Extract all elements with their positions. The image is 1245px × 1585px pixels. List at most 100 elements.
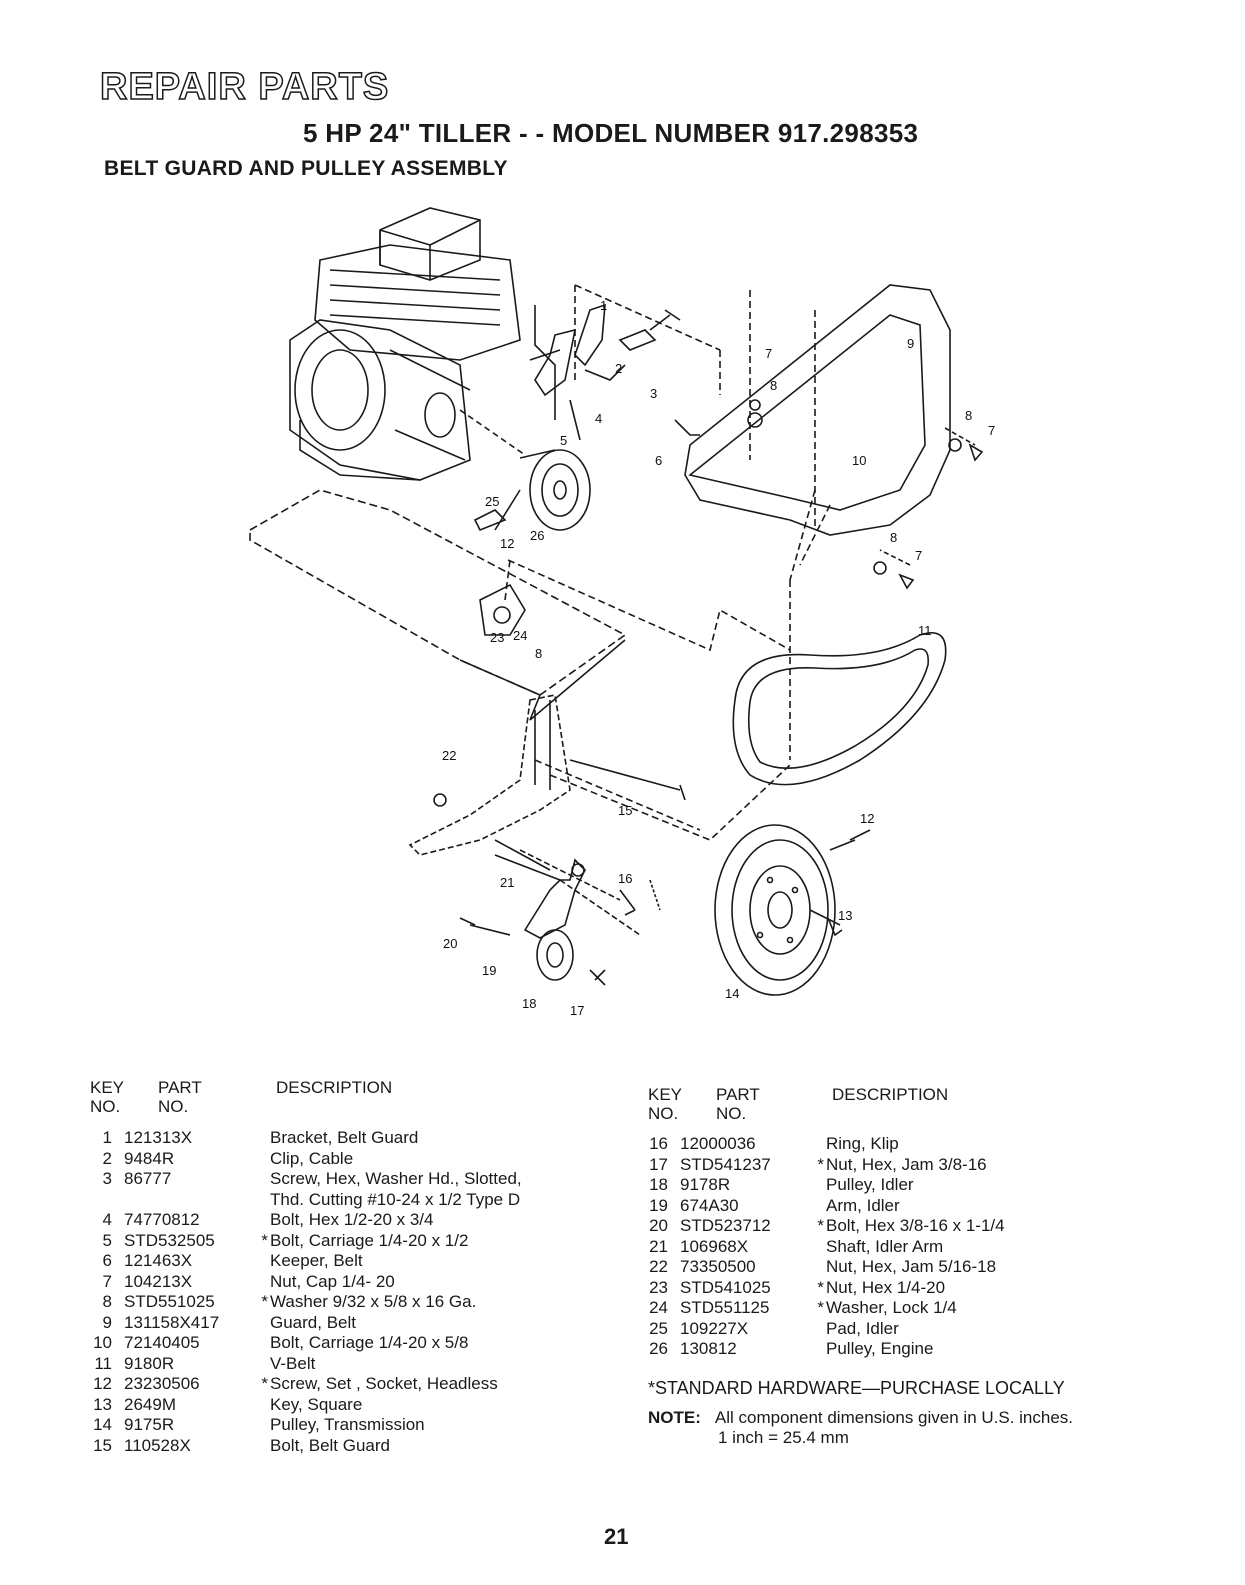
callout-label: 14 xyxy=(725,986,739,1001)
callout-label: 9 xyxy=(907,336,914,351)
part-number-cell: 109227X xyxy=(680,1318,749,1338)
part-number-cell: STD551125 xyxy=(680,1298,770,1317)
callout-label: 21 xyxy=(500,875,514,890)
key-cell: 6 xyxy=(102,1251,112,1270)
standard-hardware-mark xyxy=(814,1196,824,1217)
description-cell: Nut, Hex, Jam 5/16-18 xyxy=(826,1257,997,1276)
description-cell: Screw, Hex, Washer Hd., Slotted, xyxy=(270,1169,522,1188)
callout-label: 18 xyxy=(522,996,536,1011)
standard-hardware-mark xyxy=(258,1149,268,1170)
description-cell: Ring, Klip xyxy=(826,1134,899,1153)
part-number-cell: 72140405 xyxy=(124,1333,200,1352)
key-cell: 18 xyxy=(649,1175,668,1194)
description-cell: Key, Square xyxy=(270,1394,363,1414)
key-cell: 2 xyxy=(102,1148,112,1168)
part-number-cell: 9178R xyxy=(680,1175,731,1194)
key-cell: 23 xyxy=(649,1277,668,1297)
standard-hardware-mark xyxy=(814,1134,824,1155)
key-cell: 9 xyxy=(102,1312,112,1332)
description-header: DESCRIPTION xyxy=(832,1085,949,1104)
callout-label: 11 xyxy=(918,623,932,638)
description-cell: Bolt, Hex 3/8-16 x 1-1/4 xyxy=(826,1216,1005,1235)
key-cell: 15 xyxy=(93,1435,112,1455)
key-cell: 3 xyxy=(102,1169,112,1188)
standard-hardware-mark xyxy=(258,1210,268,1231)
key-header: KEY xyxy=(648,1085,683,1104)
standard-hardware-mark: * xyxy=(817,1298,824,1317)
part-number-cell: 2649M xyxy=(124,1394,176,1414)
exploded-parts-diagram: 1 2 3 4 5 6 7 8 9 8 7 10 8 7 25 26 12 8 … xyxy=(249,207,995,1018)
part-number-cell: 130812 xyxy=(680,1339,737,1358)
section-title: BELT GUARD AND PULLEY ASSEMBLY xyxy=(104,157,508,180)
callout-label: 3 xyxy=(650,386,657,401)
description-cell: Nut, Hex 1/4-20 xyxy=(826,1277,946,1297)
callout-label: 16 xyxy=(618,871,632,886)
standard-hardware-mark: * xyxy=(817,1277,824,1297)
callout-label: 13 xyxy=(838,908,852,923)
standard-hardware-mark xyxy=(258,1354,268,1375)
key-cell: 26 xyxy=(649,1339,668,1358)
table-row: Thd. Cutting #10-24 x 1/2 Type D xyxy=(80,1190,522,1211)
note-label: NOTE: xyxy=(648,1408,701,1427)
callout-label: 7 xyxy=(765,346,772,361)
callout-label: 20 xyxy=(443,936,457,951)
part-number-cell: 121463X xyxy=(124,1251,193,1270)
note-line-2: 1 inch = 25.4 mm xyxy=(718,1428,849,1447)
standard-hardware-mark xyxy=(258,1415,268,1436)
part-number-cell: 86777 xyxy=(124,1169,172,1188)
key-cell: 1 xyxy=(102,1128,112,1147)
callout-label: 15 xyxy=(618,803,632,818)
description-cell: Nut, Cap 1/4- 20 xyxy=(270,1271,395,1291)
part-number-cell: 131158X417 xyxy=(124,1312,220,1332)
callout-label: 10 xyxy=(852,453,866,468)
standard-hardware-mark xyxy=(258,1333,268,1354)
part-number-cell: 9180R xyxy=(124,1353,175,1373)
key-header-no: NO. xyxy=(90,1097,121,1116)
standard-hardware-mark: * xyxy=(261,1292,268,1311)
key-cell: 8 xyxy=(102,1292,112,1311)
standard-hardware-mark: * xyxy=(817,1154,824,1174)
part-number-cell: 106968X xyxy=(680,1236,749,1256)
key-cell: 14 xyxy=(93,1415,112,1434)
description-cell: Arm, Idler xyxy=(826,1195,900,1215)
standard-hardware-mark xyxy=(258,1313,268,1334)
description-cell: Washer 9/32 x 5/8 x 16 Ga. xyxy=(270,1292,477,1311)
table-row: 18 9178R Pulley, Idler xyxy=(636,1175,1005,1196)
standard-hardware-mark xyxy=(258,1190,268,1211)
page-title: REPAIR PARTS xyxy=(99,65,390,109)
standard-hardware-mark xyxy=(258,1436,268,1457)
callout-label: 19 xyxy=(482,963,496,978)
description-cell: Pulley, Idler xyxy=(826,1175,914,1194)
part-number-cell: 23230506 xyxy=(124,1374,200,1393)
dimensions-note: NOTE: All component dimensions given in U… xyxy=(648,1408,1073,1448)
callout-label: 8 xyxy=(890,530,897,545)
standard-hardware-mark xyxy=(814,1237,824,1258)
key-cell: 4 xyxy=(102,1210,112,1229)
standard-hardware-mark xyxy=(258,1128,268,1149)
note-line-1: All component dimensions given in U.S. i… xyxy=(714,1408,1074,1427)
key-cell: 12 xyxy=(93,1374,112,1393)
callout-label: 24 xyxy=(513,628,527,643)
description-cell: Bolt, Hex 1/2-20 x 3/4 xyxy=(270,1210,434,1229)
part-number-cell: STD541025 xyxy=(680,1277,771,1297)
key-cell xyxy=(80,1190,124,1211)
description-cell: Shaft, Idler Arm xyxy=(826,1236,944,1256)
table-row: 24 STD551125 *Washer, Lock 1/4 xyxy=(636,1298,1005,1319)
right-table-header: KEY PART DESCRIPTION NO. NO. xyxy=(648,1085,948,1123)
callout-label: 8 xyxy=(965,408,972,423)
key-cell: 24 xyxy=(649,1298,668,1317)
part-number-cell xyxy=(124,1190,258,1211)
part-number-cell: STD541237 xyxy=(680,1154,771,1174)
description-cell: Washer, Lock 1/4 xyxy=(826,1298,957,1317)
